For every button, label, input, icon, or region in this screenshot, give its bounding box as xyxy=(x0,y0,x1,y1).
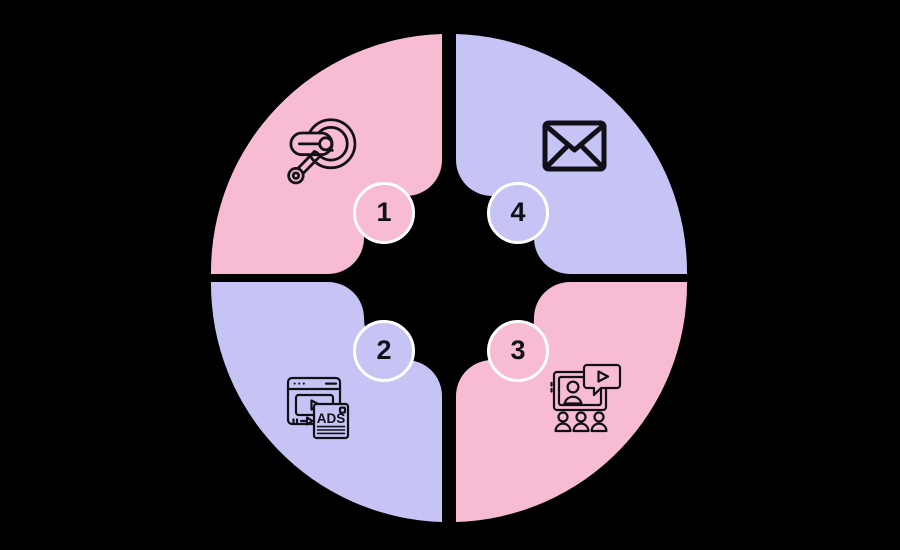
video-ads-icon-text: ADS xyxy=(317,411,346,426)
video-ads-icon: ADS xyxy=(286,376,350,440)
segment-badge-1-label: 1 xyxy=(376,196,392,227)
email-envelope-icon xyxy=(542,120,607,172)
segment-badge-4[interactable]: 4 xyxy=(487,182,549,244)
segment-badge-1[interactable]: 1 xyxy=(353,182,415,244)
segment-badge-3[interactable]: 3 xyxy=(487,320,549,382)
seo-keyword-search-icon xyxy=(287,118,357,185)
segment-badge-2[interactable]: 2 xyxy=(353,320,415,382)
segment-badge-4-label: 4 xyxy=(510,196,526,227)
webinar-presentation-icon xyxy=(550,363,622,433)
segment-badge-2-label: 2 xyxy=(376,334,392,365)
segment-badge-3-label: 3 xyxy=(510,334,526,365)
